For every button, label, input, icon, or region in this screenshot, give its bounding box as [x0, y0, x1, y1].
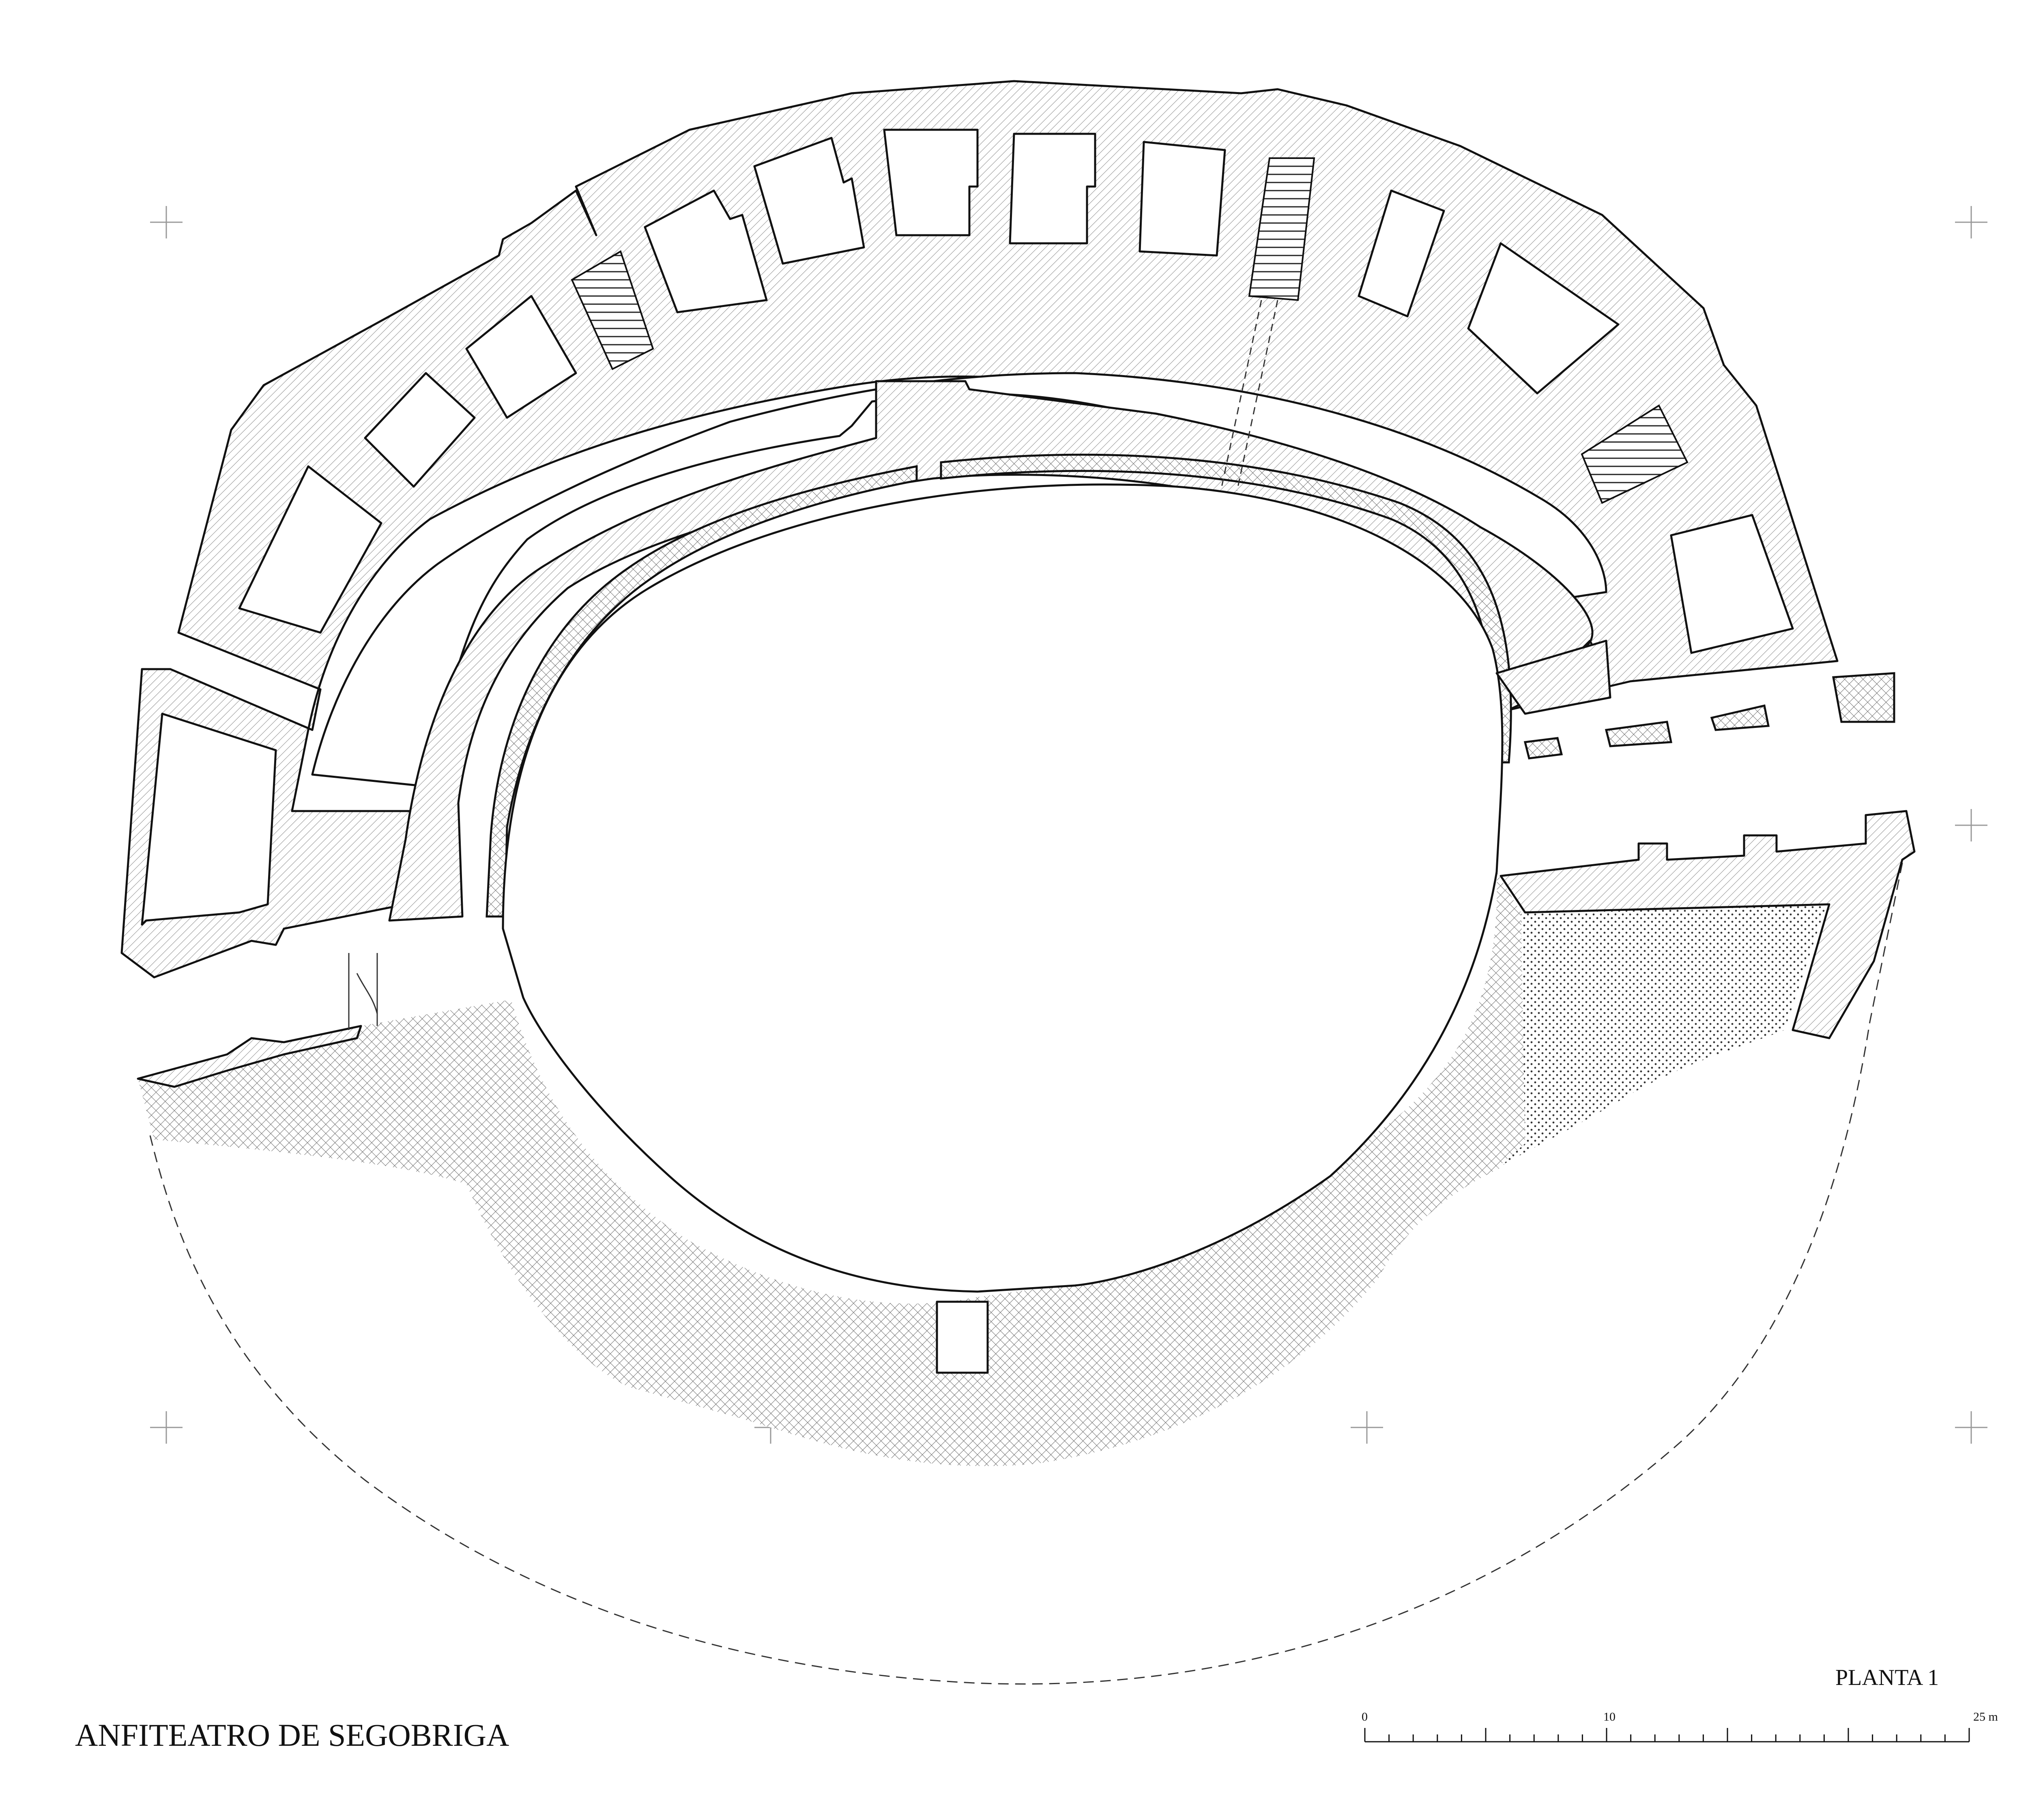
south-cavea-remains [138, 872, 1525, 1466]
east-fill-dotted [1497, 896, 1829, 1168]
room-nw-2 [238, 465, 382, 634]
west-gate-passage [348, 953, 378, 1030]
room-nw-4 [465, 295, 577, 419]
scale-label-25: 25 m [1973, 1710, 1998, 1723]
east-wall-stub-2 [1523, 737, 1563, 760]
room-n-1 [644, 189, 768, 313]
east-wall-stub-1 [1495, 640, 1611, 715]
east-wall-stub-4 [1710, 704, 1770, 731]
room-n-2 [753, 137, 865, 265]
east-wall-stub-3 [1605, 721, 1673, 747]
scale-label-10: 10 [1603, 1710, 1616, 1723]
room-n-5 [1139, 141, 1226, 257]
east-gate-wall [1500, 810, 1916, 1039]
ambulatory-corridor [311, 372, 1607, 788]
east-wall-stub-5 [1832, 672, 1895, 723]
south-passage [936, 1301, 989, 1374]
drawing-title: ANFITEATRO DE SEGOBRIGA [75, 1717, 509, 1753]
room-nw-3 [364, 372, 476, 488]
room-ne-3 [1670, 514, 1794, 654]
north-vomitorium-projection [1220, 300, 1278, 491]
scale-bar: 0 10 25 m [1362, 1710, 1998, 1743]
room-ne-1 [1358, 189, 1445, 318]
sheet-label: PLANTA 1 [1835, 1665, 1939, 1690]
room-n-3 [883, 129, 979, 236]
west-gate-wall [137, 1025, 362, 1088]
scale-label-0: 0 [1362, 1710, 1368, 1723]
reconstructed-outline [149, 843, 1907, 1685]
room-nw-1 [141, 713, 277, 926]
arena [502, 483, 1504, 1293]
stair-nw [571, 250, 654, 370]
room-n-4 [1009, 133, 1096, 245]
room-ne-2 [1467, 242, 1620, 395]
stair-n [1248, 157, 1315, 301]
stair-e [1581, 404, 1689, 504]
